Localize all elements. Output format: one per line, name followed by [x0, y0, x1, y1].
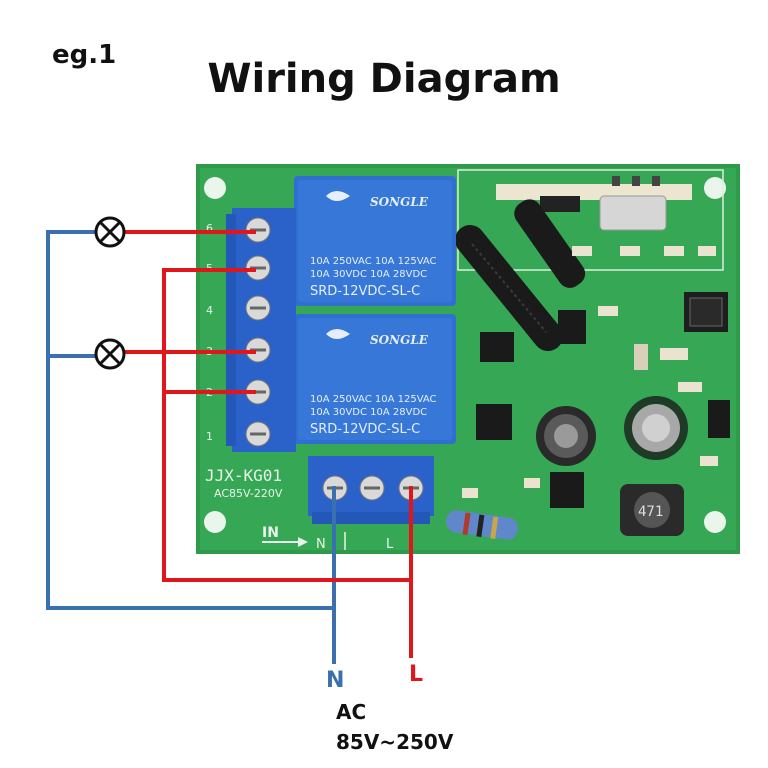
- ac-label: AC: [336, 700, 367, 724]
- relay-brand: SONGLE: [370, 195, 429, 209]
- diagram-title: Wiring Diagram: [207, 56, 561, 102]
- ic-chips: [462, 246, 730, 508]
- relay-rating-2: 10A 30VDC 10A 28VDC: [310, 269, 427, 280]
- capacitors: [536, 396, 688, 466]
- neutral-wire-main: [46, 230, 336, 664]
- resistor: [446, 510, 518, 540]
- input-n-silk: N: [316, 537, 326, 552]
- mounting-hole: [704, 177, 726, 199]
- input-terminal-block: [308, 456, 434, 524]
- relay-model: SRD-12VDC-SL-C: [310, 422, 420, 437]
- terminal-screw: [245, 421, 271, 447]
- lamp-1-icon: [94, 216, 126, 248]
- neutral-label: N: [326, 668, 345, 693]
- example-label: eg.1: [52, 40, 117, 70]
- arrow-right-icon: [298, 537, 308, 547]
- terminal-number: 6: [206, 222, 213, 235]
- songle-logo-icon: [326, 329, 350, 339]
- rf-module: [457, 169, 724, 271]
- relay-1: SONGLE 10A 250VAC 10A 125VAC 10A 30VDC 1…: [294, 176, 456, 306]
- neutral-wires: [46, 230, 336, 664]
- terminal-screw: [245, 295, 271, 321]
- live-label: L: [409, 662, 424, 687]
- antenna-coil: [455, 199, 586, 351]
- mounting-hole: [204, 511, 226, 533]
- push-button: [684, 292, 728, 332]
- terminal-number: 4: [206, 304, 213, 317]
- songle-logo-icon: [326, 191, 350, 201]
- relay-model: SRD-12VDC-SL-C: [310, 284, 420, 299]
- mounting-hole: [204, 177, 226, 199]
- mounting-hole: [704, 511, 726, 533]
- live-wires: [124, 230, 413, 658]
- relay-rating-1: 10A 250VAC 10A 125VAC: [310, 256, 437, 267]
- input-label: IN: [262, 525, 279, 541]
- inductor-code: 471: [638, 504, 663, 520]
- board-voltage: AC85V-220V: [214, 487, 283, 500]
- output-terminal-block: [226, 208, 296, 452]
- relay-2: SONGLE 10A 250VAC 10A 125VAC 10A 30VDC 1…: [294, 314, 456, 444]
- lamp-2-icon: [94, 338, 126, 370]
- board-model: JJX-KG01: [205, 466, 282, 485]
- inductor: 471: [620, 484, 684, 536]
- terminal-number: 1: [206, 430, 213, 443]
- terminal-screw: [245, 255, 271, 281]
- live-wire-common: [162, 268, 411, 582]
- input-l-silk: L: [386, 537, 394, 552]
- terminal-screw: [359, 475, 385, 501]
- relay-rating-1: 10A 250VAC 10A 125VAC: [310, 394, 437, 405]
- relay-brand: SONGLE: [370, 333, 429, 347]
- relay-rating-2: 10A 30VDC 10A 28VDC: [310, 407, 427, 418]
- voltage-range: 85V~250V: [336, 730, 454, 754]
